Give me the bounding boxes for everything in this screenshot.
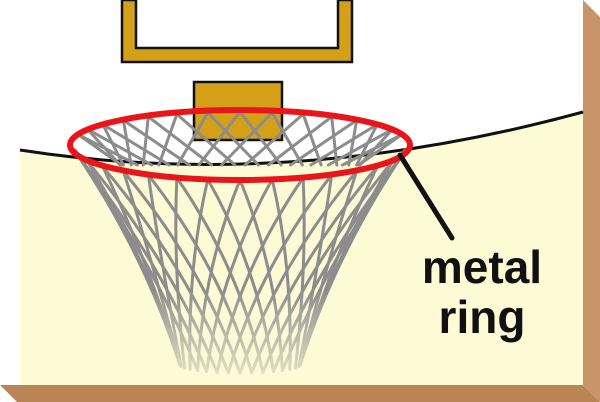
net-strand xyxy=(243,112,305,167)
frame-bottom-edge xyxy=(0,385,600,402)
net-strand xyxy=(121,118,133,167)
net-strand xyxy=(280,148,407,373)
net-strand xyxy=(101,122,171,167)
net-strand xyxy=(188,177,210,371)
net-strand xyxy=(238,169,359,375)
net-strand xyxy=(86,127,122,167)
net-strand xyxy=(330,115,339,167)
metal-ring-label: metal ring xyxy=(392,242,572,342)
label-line-2: ring xyxy=(438,291,526,343)
frame-right-edge xyxy=(583,0,600,402)
net-strand xyxy=(326,127,394,167)
net-strand xyxy=(341,133,404,167)
net-strand xyxy=(86,127,154,167)
net-strand xyxy=(174,176,187,370)
net-strand xyxy=(220,111,274,167)
net-strand xyxy=(101,122,125,167)
net-strand xyxy=(121,169,182,367)
net-strand xyxy=(261,159,394,374)
net-strand xyxy=(289,118,359,167)
net-strand xyxy=(121,118,191,167)
net-strand xyxy=(226,173,334,375)
net-strand xyxy=(309,122,379,167)
net-strand xyxy=(266,115,334,167)
net-strand xyxy=(215,176,305,374)
backboard-bracket xyxy=(120,0,354,64)
pointer-line xyxy=(397,152,455,241)
net-strand xyxy=(146,173,183,369)
net-strand xyxy=(146,115,214,167)
net-strand xyxy=(270,111,304,167)
net-strand xyxy=(205,177,274,374)
net xyxy=(73,110,407,375)
net-strand xyxy=(196,178,242,373)
net-strand xyxy=(347,118,359,167)
metal-ring xyxy=(67,107,413,183)
net-strand xyxy=(238,110,283,167)
label-line-1: metal xyxy=(421,241,543,293)
net-strand xyxy=(141,115,150,167)
net-strand xyxy=(250,165,379,375)
net-strand xyxy=(175,112,237,167)
net-strand xyxy=(157,112,179,167)
net-strand xyxy=(176,111,210,167)
net-strand xyxy=(206,111,260,167)
net-strand xyxy=(197,110,242,167)
net-strand xyxy=(301,112,323,167)
